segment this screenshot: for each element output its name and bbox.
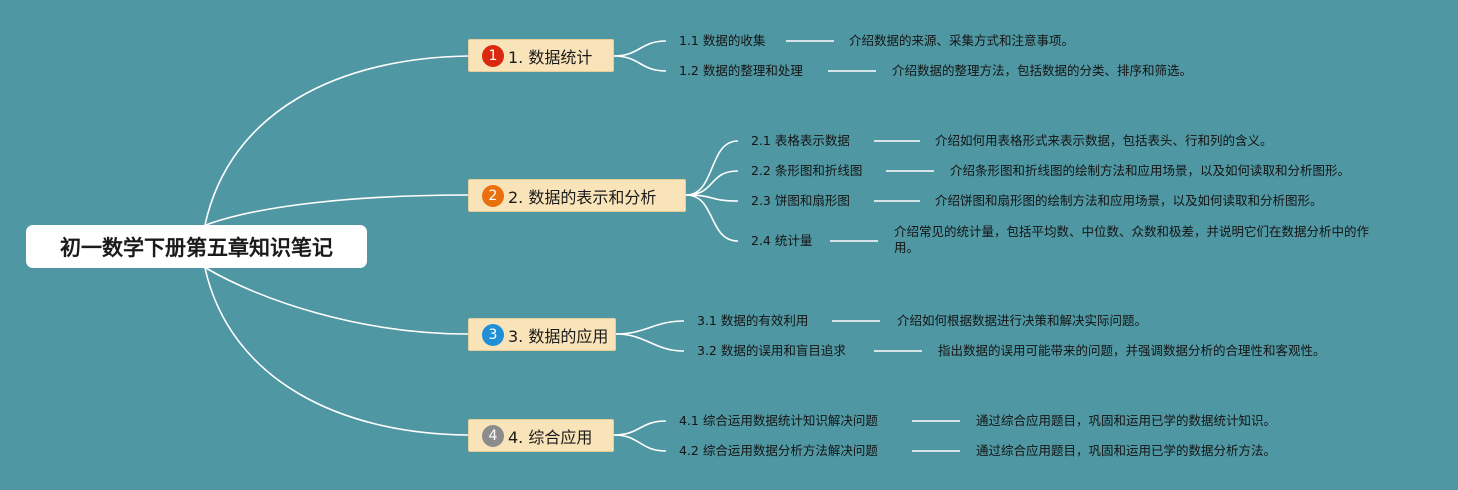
subtopic-3-1[interactable]: 3.1 数据的有效利用 bbox=[697, 313, 809, 328]
description-1-2: 介绍数据的整理方法，包括数据的分类、排序和筛选。 bbox=[892, 63, 1193, 78]
subtopic-4-2[interactable]: 4.2 综合运用数据分析方法解决问题 bbox=[679, 443, 878, 458]
description-2-1: 介绍如何用表格形式来表示数据，包括表头、行和列的含义。 bbox=[935, 133, 1273, 148]
priority-4-icon: 4 bbox=[482, 424, 504, 447]
topic-data-application[interactable]: 3 3. 数据的应用 bbox=[468, 318, 616, 351]
subtopic-2-2[interactable]: 2.2 条形图和折线图 bbox=[751, 163, 863, 178]
topic-data-representation-analysis[interactable]: 2 2. 数据的表示和分析 bbox=[468, 179, 686, 212]
topic-2-branch-3 bbox=[685, 194, 739, 202]
root-to-topic-4 bbox=[204, 267, 469, 436]
subtopic-1-1[interactable]: 1.1 数据的收集 bbox=[679, 33, 766, 48]
root-to-topic-2 bbox=[205, 194, 469, 226]
description-2-2: 介绍条形图和折线图的绘制方法和应用场景，以及如何读取和分析图形。 bbox=[950, 163, 1351, 178]
topic-label: 4. 综合应用 bbox=[508, 427, 593, 447]
subtopic-2-1[interactable]: 2.1 表格表示数据 bbox=[751, 133, 850, 148]
priority-1-icon: 1 bbox=[482, 44, 504, 67]
description-4-2: 通过综合应用题目，巩固和运用已学的数据分析方法。 bbox=[976, 443, 1277, 458]
subtopic-2-3[interactable]: 2.3 饼图和扇形图 bbox=[751, 193, 850, 208]
description-1-1: 介绍数据的来源、采集方式和注意事项。 bbox=[849, 33, 1075, 48]
topic-label: 3. 数据的应用 bbox=[508, 326, 609, 346]
topic-1-branch-2 bbox=[613, 55, 667, 72]
subtopic-1-2[interactable]: 1.2 数据的整理和处理 bbox=[679, 63, 803, 78]
root-to-topic-1 bbox=[204, 55, 469, 226]
topic-2-branch-2 bbox=[685, 170, 739, 196]
description-2-4: 介绍常见的统计量，包括平均数、中位数、众数和极差，并说明它们在数据分析中的作用。 bbox=[894, 224, 1370, 255]
topic-label: 2. 数据的表示和分析 bbox=[508, 187, 657, 207]
subtopic-2-4[interactable]: 2.4 统计量 bbox=[751, 233, 813, 248]
topic-4-branch-2 bbox=[613, 434, 667, 452]
topic-1-branch-1 bbox=[613, 40, 667, 57]
root-title: 初一数学下册第五章知识笔记 bbox=[60, 235, 333, 260]
topic-2-branch-4 bbox=[685, 194, 739, 242]
root-topic[interactable]: 初一数学下册第五章知识笔记 bbox=[26, 225, 367, 268]
topic-data-statistics[interactable]: 1 1. 数据统计 bbox=[468, 39, 614, 72]
topic-4-branch-1 bbox=[613, 420, 667, 436]
description-2-3: 介绍饼图和扇形图的绘制方法和应用场景，以及如何读取和分析图形。 bbox=[935, 193, 1323, 208]
priority-2-icon: 2 bbox=[482, 184, 504, 207]
description-4-1: 通过综合应用题目，巩固和运用已学的数据统计知识。 bbox=[976, 413, 1277, 428]
topic-label: 1. 数据统计 bbox=[508, 47, 593, 67]
topic-3-branch-1 bbox=[615, 320, 685, 335]
topic-3-branch-2 bbox=[615, 333, 685, 352]
subtopic-3-2[interactable]: 3.2 数据的误用和盲目追求 bbox=[697, 343, 846, 358]
description-3-1: 介绍如何根据数据进行决策和解决实际问题。 bbox=[897, 313, 1148, 328]
priority-3-icon: 3 bbox=[482, 323, 504, 346]
topic-comprehensive-application[interactable]: 4 4. 综合应用 bbox=[468, 419, 614, 452]
topic-2-branch-1 bbox=[685, 140, 739, 196]
root-to-topic-3 bbox=[205, 267, 469, 335]
subtopic-4-1[interactable]: 4.1 综合运用数据统计知识解决问题 bbox=[679, 413, 878, 428]
description-3-2: 指出数据的误用可能带来的问题，并强调数据分析的合理性和客观性。 bbox=[938, 343, 1326, 358]
